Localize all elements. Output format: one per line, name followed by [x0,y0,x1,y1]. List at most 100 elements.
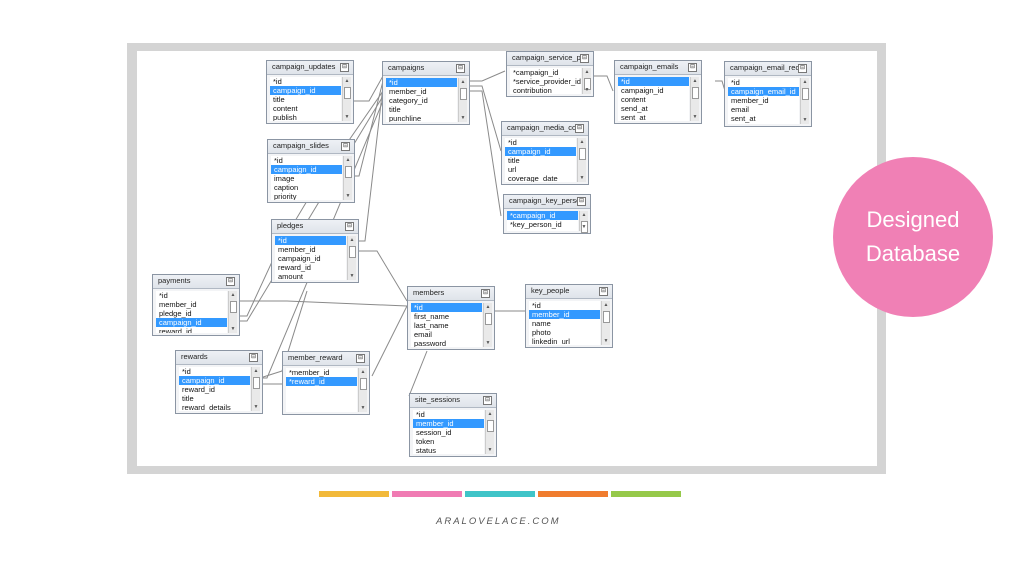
scroll-up-icon[interactable]: ▲ [349,237,355,243]
collapse-toggle-icon[interactable]: ⊟ [481,289,490,298]
scroll-up-icon[interactable]: ▲ [584,69,590,75]
scroll-up-icon[interactable]: ▲ [692,78,698,84]
collapse-toggle-icon[interactable]: ⊟ [341,142,350,151]
scroll-down-icon[interactable]: ▼ [579,175,585,181]
field-row[interactable]: campaign_id [621,86,664,95]
table-header[interactable]: payments⊟ [153,275,239,289]
scroll-thumb[interactable] [360,378,367,390]
field-row[interactable]: *key_person_id [510,220,562,229]
scroll-down-icon[interactable]: ▼ [584,87,590,93]
scroll-up-icon[interactable]: ▲ [581,212,587,218]
field-row[interactable]: image [274,174,295,183]
field-row[interactable]: *id [182,367,191,376]
field-row[interactable]: *reward_id [286,377,357,386]
collapse-toggle-icon[interactable]: ⊟ [340,63,349,72]
scroll-down-icon[interactable]: ▼ [253,404,259,410]
scroll-down-icon[interactable]: ▼ [460,115,466,121]
scrollbar[interactable]: ▲▼ [601,301,610,345]
field-row[interactable]: *id [532,301,541,310]
field-row[interactable]: member_id [278,245,316,254]
field-row[interactable]: *id [159,291,168,300]
table-header[interactable]: campaigns⊟ [383,62,469,76]
scrollbar[interactable]: ▲▼ [458,78,467,122]
collapse-toggle-icon[interactable]: ⊟ [345,222,354,231]
field-row[interactable]: *id [508,138,517,147]
scrollbar[interactable]: ▲▼ [579,211,588,233]
table-header[interactable]: site_sessions⊟ [410,394,496,408]
field-row[interactable]: campaign_id [271,165,342,174]
scrollbar[interactable]: ▲▼ [251,367,260,411]
field-row[interactable]: *id [411,303,482,312]
collapse-toggle-icon[interactable]: ⊟ [599,287,608,296]
table-header[interactable]: campaign_email_rec...⊟ [725,62,811,76]
field-row[interactable]: password [414,339,447,347]
scroll-thumb[interactable] [584,78,591,90]
scroll-down-icon[interactable]: ▼ [485,340,491,346]
field-row[interactable]: reward_id [278,263,311,272]
field-row[interactable]: campaign_email_id [728,87,799,96]
scroll-up-icon[interactable]: ▲ [360,369,366,375]
field-row[interactable]: campaign_id [270,86,341,95]
field-row[interactable]: *service_provider_id [513,77,581,86]
field-row[interactable]: email [414,330,432,339]
field-row[interactable]: token [416,437,435,446]
table-header[interactable]: campaign_media_co...⊟ [502,122,588,136]
scroll-up-icon[interactable]: ▲ [253,368,259,374]
scroll-up-icon[interactable]: ▲ [487,411,493,417]
table-member_reward[interactable]: member_reward⊟*member_id*reward_id▲▼ [282,351,370,415]
field-row[interactable]: session_id [416,428,452,437]
scroll-thumb[interactable] [581,221,588,233]
table-header[interactable]: campaign_updates⊟ [267,61,353,75]
scrollbar[interactable]: ▲▼ [342,77,351,121]
scroll-down-icon[interactable]: ▼ [360,405,366,411]
field-row[interactable]: priority [274,192,297,200]
scroll-thumb[interactable] [253,377,260,389]
scroll-up-icon[interactable]: ▲ [485,304,491,310]
collapse-toggle-icon[interactable]: ⊟ [580,54,589,63]
scroll-up-icon[interactable]: ▲ [230,292,236,298]
collapse-toggle-icon[interactable]: ⊟ [356,354,365,363]
scroll-thumb[interactable] [692,87,699,99]
field-row[interactable]: pledge_id [159,309,192,318]
field-row[interactable]: coverage_date [508,174,558,182]
scroll-thumb[interactable] [345,166,352,178]
scrollbar[interactable]: ▲▼ [690,77,699,121]
scrollbar[interactable]: ▲▼ [485,410,494,454]
scrollbar[interactable]: ▲▼ [358,368,367,412]
collapse-toggle-icon[interactable]: ⊟ [798,64,807,73]
field-row[interactable]: *id [273,77,282,86]
field-row[interactable]: send_at [621,104,648,113]
table-header[interactable]: campaign_emails⊟ [615,61,701,75]
scrollbar[interactable]: ▲▼ [347,236,356,280]
field-row[interactable]: member_id [529,310,600,319]
table-header[interactable]: campaign_service_pr...⊟ [507,52,593,66]
field-row[interactable]: title [508,156,520,165]
collapse-toggle-icon[interactable]: ⊟ [456,64,465,73]
field-list[interactable]: *member_id*reward_id [286,368,357,412]
field-row[interactable]: *campaign_id [507,211,578,220]
scroll-thumb[interactable] [485,313,492,325]
field-row[interactable]: *id [386,78,457,87]
field-row[interactable]: photo [532,328,551,337]
table-header[interactable]: key_people⊟ [526,285,612,299]
scroll-down-icon[interactable]: ▼ [802,117,808,123]
field-row[interactable]: linkedin_url [532,337,570,345]
scrollbar[interactable]: ▲▼ [228,291,237,333]
scroll-down-icon[interactable]: ▼ [603,338,609,344]
scrollbar[interactable]: ▲▼ [800,78,809,124]
field-row[interactable]: last_name [414,321,449,330]
field-row[interactable]: *id [416,410,425,419]
field-row[interactable]: sent_at [621,113,646,121]
scroll-thumb[interactable] [344,87,351,99]
